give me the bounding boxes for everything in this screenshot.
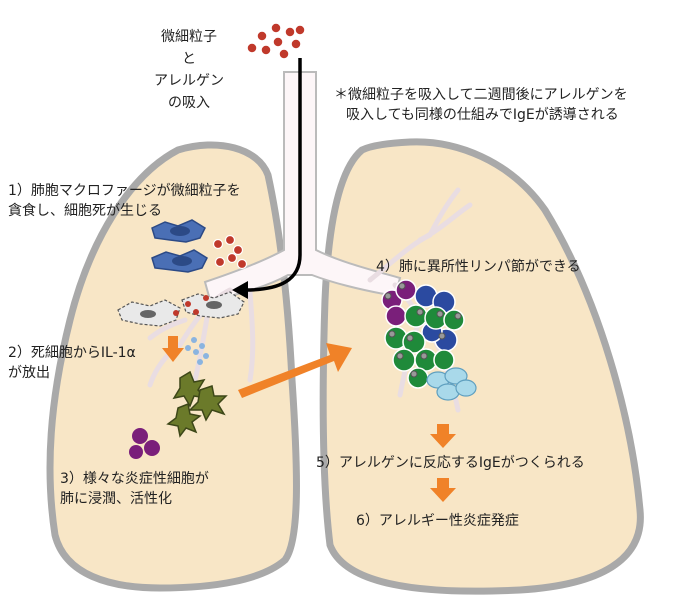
step1-line1: 1）肺胞マクロファージが微細粒子を — [8, 183, 241, 199]
inhalation-label-line3: アレルゲン — [154, 73, 224, 89]
note-line1: ＊微細粒子を吸入して二週間後にアレルゲンを — [334, 87, 628, 103]
dead-cells — [117, 291, 245, 327]
inhalation-label-line4: の吸入 — [168, 95, 210, 111]
phagocytosed-particles — [212, 234, 248, 270]
step2-line1: 2）死細胞からIL-1α — [8, 345, 136, 361]
macrophage-cells — [151, 219, 208, 273]
airway — [203, 71, 402, 302]
il1-alpha-molecules — [185, 337, 209, 365]
step3-line1: 3）様々な炎症性細胞が — [60, 471, 209, 487]
ectopic-lymph-node — [381, 279, 477, 401]
note-line2: 吸入しても同様の仕組みでIgEが誘導される — [346, 107, 619, 123]
inflammatory-cells — [166, 370, 228, 438]
orange-arrow-step6 — [430, 478, 456, 502]
inhalation-arrow — [244, 58, 302, 292]
step3-line2: 肺に浸潤、活性化 — [60, 491, 172, 507]
orange-arrow-step5 — [430, 424, 456, 448]
step1-line2: 貪食し、細胞死が生じる — [8, 203, 162, 219]
inhaled-particles — [246, 22, 306, 60]
inhalation-label-line1: 微細粒子 — [161, 29, 217, 45]
step2-line2: が放出 — [8, 365, 50, 381]
orange-arrow-to-right-lung — [238, 343, 352, 398]
step6: 6）アレルギー性炎症発症 — [356, 513, 519, 529]
inhalation-arrow-head — [232, 281, 248, 299]
step5: 5）アレルゲンに反応するIgEがつくられる — [316, 455, 585, 471]
purple-cells-left — [129, 428, 160, 459]
orange-arrow-step2 — [162, 336, 184, 362]
step4: 4）肺に異所性リンパ節ができる — [376, 259, 581, 275]
inhalation-label-line2: と — [182, 51, 196, 67]
